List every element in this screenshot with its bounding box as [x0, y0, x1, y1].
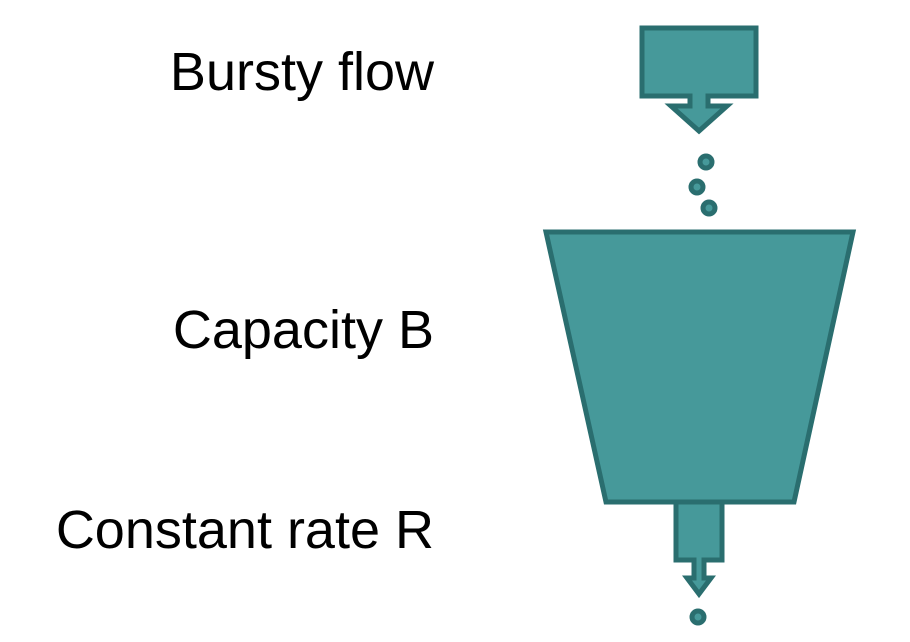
bucket	[542, 229, 857, 505]
droplet	[697, 153, 715, 171]
capacity-label: Capacity B	[172, 300, 434, 360]
bursty-flow-label: Bursty flow	[169, 42, 434, 102]
output-droplet	[689, 608, 707, 626]
droplet	[700, 199, 718, 217]
inflow-arrow	[639, 25, 759, 135]
constant-rate-label: Constant rate R	[55, 500, 434, 560]
outflow-arrow	[673, 499, 725, 599]
droplet	[688, 178, 706, 196]
